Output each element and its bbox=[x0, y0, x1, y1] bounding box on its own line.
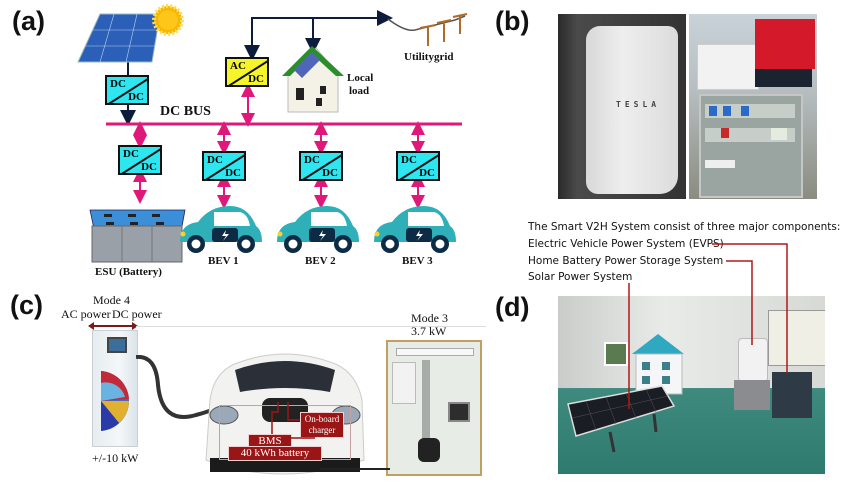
powerwall-unit bbox=[586, 26, 678, 194]
bev2-dcdc-converter: DC DC bbox=[299, 151, 343, 181]
utility-grid-label: Utilitygrid bbox=[404, 51, 454, 63]
converter-output-label: DC bbox=[322, 167, 338, 179]
acdc-converter: AC DC bbox=[225, 57, 269, 87]
mode3-label: Mode 3 3.7 kW bbox=[411, 312, 448, 338]
panel-b-label: (b) bbox=[495, 6, 530, 36]
esu-label: ESU (Battery) bbox=[95, 266, 162, 278]
panel-a-label: (a) bbox=[12, 6, 45, 36]
tesla-logo-text: TESLA bbox=[616, 100, 661, 109]
nissan-leaf-photo bbox=[205, 353, 365, 475]
white-inverter bbox=[697, 44, 759, 90]
dc-power-label: DC power bbox=[112, 307, 162, 321]
component-home-battery: Home Battery Power Storage System bbox=[528, 255, 724, 267]
wall-poster bbox=[604, 342, 628, 366]
evps-unit bbox=[772, 372, 812, 418]
converter-input-label: DC bbox=[304, 154, 320, 166]
tesla-powerwall-photo: TESLA bbox=[558, 14, 686, 199]
mode4-label: Mode 4 bbox=[93, 293, 130, 307]
smart-v2h-room-photo bbox=[558, 296, 825, 474]
onboard-charger-line1: On-board bbox=[304, 414, 340, 424]
converter-input-label: DC bbox=[110, 78, 126, 90]
bev2-car-icon bbox=[277, 206, 359, 253]
red-inverter-base bbox=[755, 69, 812, 87]
solar-panel-photo bbox=[567, 385, 676, 453]
wallbox-cable bbox=[320, 468, 390, 470]
bev1-label: BEV 1 bbox=[208, 255, 239, 267]
bev3-car-icon bbox=[374, 206, 456, 253]
converter-output-label: DC bbox=[225, 167, 241, 179]
converter-input-label: DC bbox=[123, 148, 139, 160]
component-solar: Solar Power System bbox=[528, 271, 633, 283]
utility-grid-icon bbox=[387, 13, 468, 46]
bidirectional-charger-photo bbox=[92, 330, 138, 447]
converter-input-label: AC bbox=[230, 60, 246, 72]
red-inverter bbox=[755, 19, 815, 69]
battery-box: 40 kWh battery bbox=[228, 446, 322, 461]
local-load-label: Local load bbox=[347, 72, 373, 98]
evps-leader-line bbox=[712, 243, 788, 373]
local-load-line1: Local bbox=[347, 72, 374, 84]
converter-output-label: DC bbox=[419, 167, 435, 179]
bev1-dcdc-converter: DC DC bbox=[202, 151, 246, 181]
dc-bus-label: DC BUS bbox=[160, 104, 211, 119]
wallbox-cabinet-photo bbox=[386, 340, 482, 476]
mode3-line1: Mode 3 bbox=[411, 311, 448, 325]
onboard-charger-box: On-board charger bbox=[300, 412, 344, 438]
home-battery-unit bbox=[738, 338, 768, 382]
converter-input-label: DC bbox=[401, 154, 417, 166]
bev3-dcdc-converter: DC DC bbox=[396, 151, 440, 181]
pv-dcdc-converter: DC DC bbox=[105, 75, 149, 105]
local-load-line2: load bbox=[349, 85, 370, 97]
converter-output-label: DC bbox=[141, 161, 157, 173]
projection-screen bbox=[768, 310, 825, 366]
panel-c-divider bbox=[136, 326, 486, 327]
component-evps: Electric Vehicle Power System (EVPS) bbox=[528, 238, 724, 250]
inverter-panel-photo bbox=[689, 14, 817, 199]
mode3-power: 3.7 kW bbox=[411, 324, 447, 338]
sun-icon bbox=[152, 4, 184, 36]
house-icon bbox=[282, 46, 344, 113]
car-signal-arrows bbox=[271, 402, 315, 439]
panel-d-label: (d) bbox=[495, 292, 530, 322]
mode4-double-arrow bbox=[88, 322, 138, 330]
electrical-board bbox=[699, 94, 803, 198]
battery-icon bbox=[89, 209, 186, 263]
v2h-intro-text: The Smart V2H System consist of three ma… bbox=[528, 221, 841, 233]
charger-power-label: +/-10 kW bbox=[92, 451, 139, 465]
charger-screen bbox=[107, 337, 127, 353]
bev1-car-icon bbox=[180, 206, 262, 253]
onboard-charger-line2: charger bbox=[308, 425, 336, 435]
esu-dcdc-converter: DC DC bbox=[118, 145, 162, 175]
converter-output-label: DC bbox=[248, 73, 264, 85]
panel-c-label: (c) bbox=[10, 290, 43, 320]
home-battery-base bbox=[734, 380, 770, 410]
charger-color-wheel bbox=[101, 371, 130, 431]
home-battery-leader-line bbox=[726, 260, 753, 345]
ac-power-label: AC power bbox=[61, 307, 111, 321]
bev3-label: BEV 3 bbox=[402, 255, 433, 267]
converter-output-label: DC bbox=[128, 91, 144, 103]
converter-input-label: DC bbox=[207, 154, 223, 166]
panel-a-wiring bbox=[77, 4, 468, 263]
bev2-label: BEV 2 bbox=[305, 255, 336, 267]
